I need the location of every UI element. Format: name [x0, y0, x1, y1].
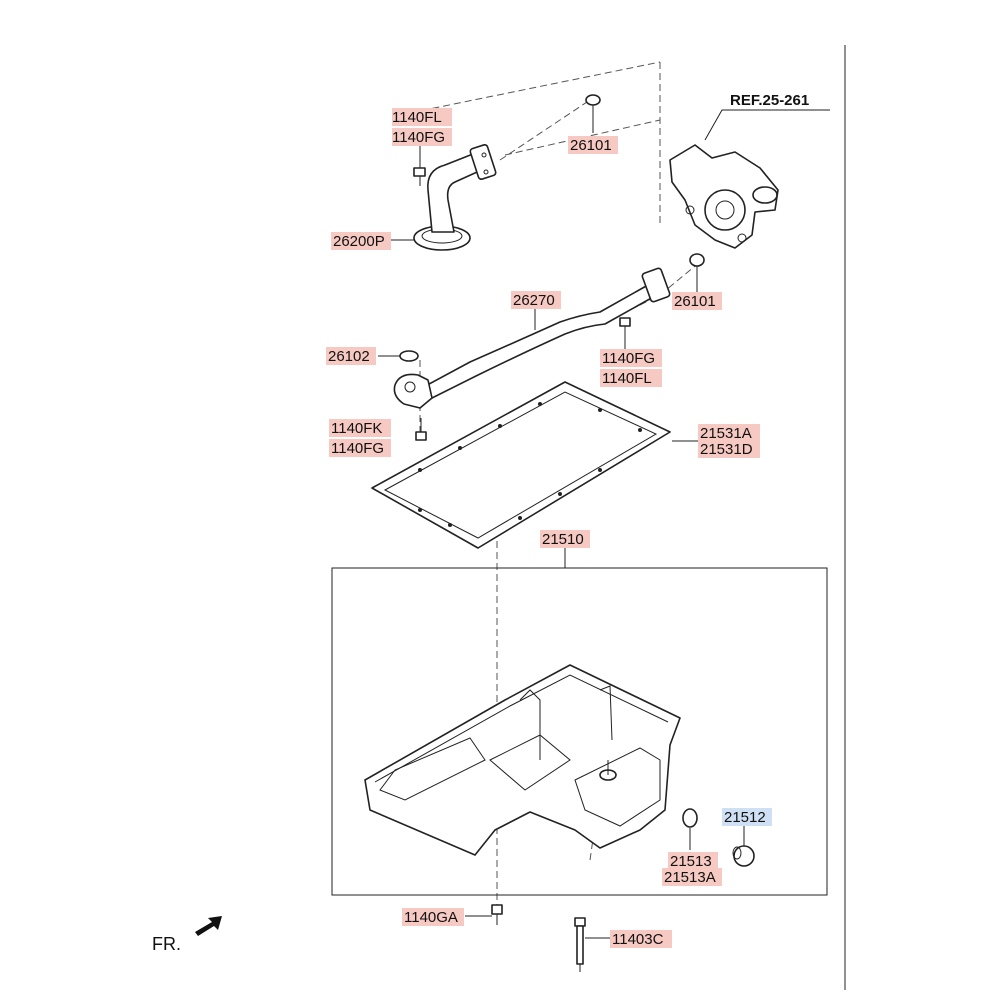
label-1140fg-low[interactable]: 1140FG	[331, 440, 384, 457]
bolt-top[interactable]	[413, 150, 426, 186]
oil-pump-assembly[interactable]	[669, 144, 779, 249]
label-reference[interactable]: REF.25-261	[730, 92, 809, 109]
label-1140fg-top[interactable]: 1140FG	[392, 129, 445, 146]
label-21513a[interactable]: 21513A	[664, 869, 716, 886]
label-26102[interactable]: 26102	[328, 348, 370, 365]
label-21512[interactable]: 21512	[724, 809, 766, 826]
label-21531a[interactable]: 21531A	[700, 425, 752, 442]
label-front-marker: FR.	[152, 934, 181, 954]
label-26101-mid[interactable]: 26101	[674, 293, 716, 310]
oil-pickup-pipe[interactable]	[393, 267, 671, 409]
drain-plug[interactable]	[732, 845, 755, 867]
label-1140fl-mid[interactable]: 1140FL	[602, 370, 652, 387]
front-arrow-icon	[195, 916, 222, 936]
label-1140fk[interactable]: 1140FK	[331, 420, 382, 437]
o-ring-left[interactable]	[399, 350, 419, 362]
label-1140fg-mid[interactable]: 1140FG	[602, 350, 655, 367]
bolt-mid[interactable]	[619, 317, 631, 345]
label-21510[interactable]: 21510	[542, 531, 584, 548]
oil-pan[interactable]	[364, 664, 681, 856]
o-ring-top[interactable]	[585, 94, 601, 106]
o-ring-mid[interactable]	[689, 253, 705, 267]
label-1140ga[interactable]: 1140GA	[404, 909, 458, 926]
label-11403c[interactable]: 11403C	[612, 931, 664, 948]
label-26200p[interactable]: 26200P	[333, 233, 385, 250]
label-21531d[interactable]: 21531D	[700, 441, 753, 458]
drain-plug-washer[interactable]	[682, 808, 698, 828]
oil-pan-detail-box	[331, 567, 828, 896]
bolt-11403c[interactable]	[574, 917, 586, 972]
label-21513[interactable]: 21513	[670, 853, 712, 870]
oil-pan-gasket[interactable]	[371, 381, 671, 549]
label-26101-top[interactable]: 26101	[570, 137, 612, 154]
label-26270[interactable]: 26270	[513, 292, 555, 309]
label-1140fl-top[interactable]: 1140FL	[392, 109, 442, 126]
oil-strainer[interactable]	[413, 143, 497, 251]
leader-lines	[378, 105, 830, 939]
bolt-1140ga[interactable]	[491, 904, 503, 925]
